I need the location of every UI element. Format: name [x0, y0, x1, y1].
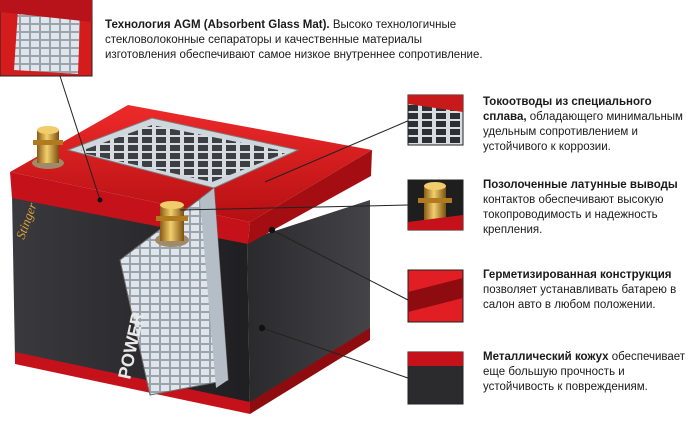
callout-terminals-text: контактов обеспечивают высокую токопрово… [483, 194, 664, 236]
callout-grid: Токоотводы из специального сплава, облад… [483, 95, 688, 155]
callout-terminals-title: Позолоченные латунные выводы [483, 179, 678, 191]
thumb-case [407, 351, 464, 405]
marker-agm [97, 197, 103, 203]
case-side [247, 200, 370, 410]
thumb-terminals [407, 179, 464, 231]
lid-side [248, 150, 372, 244]
callout-case: Металлический кожух обеспечивает еще бол… [483, 350, 693, 395]
callout-sealed-title: Герметизированная конструкция [483, 269, 672, 281]
callout-case-title: Металлический кожух [483, 351, 609, 363]
base-strip [15, 352, 250, 414]
thumb-agm [0, 0, 93, 77]
callout-agm-text: Высоко технологичные стекловолоконные се… [105, 19, 483, 61]
leader-agm [59, 75, 101, 201]
thumb-sealed [407, 269, 464, 323]
marker-case [258, 324, 266, 332]
marker-sealed [268, 226, 276, 234]
callout-sealed: Герметизированная конструкция позволяет … [483, 268, 683, 313]
terminal-right [155, 201, 189, 247]
thumb-grid [407, 94, 464, 146]
terminal-left [32, 126, 64, 169]
callout-grid-text: обладающего минимальным удельным сопроти… [483, 111, 683, 153]
leader-lines [59, 75, 411, 379]
base-strip-side [250, 328, 370, 414]
callout-terminals: Позолоченные латунные выводы контактов о… [483, 178, 695, 238]
callout-agm: Технология AGM (Absorbent Glass Mat). Вы… [105, 18, 495, 63]
callout-sealed-text: позволяет устанавливать батарею в салон … [483, 284, 677, 311]
leader-case [261, 327, 409, 379]
callout-agm-title: Технология AGM (Absorbent Glass Mat). [105, 19, 330, 31]
callout-case-text: обеспечивает еще большую прочность и уст… [483, 351, 686, 393]
leader-sealed [271, 229, 409, 301]
battery-body: Stinger POWER [10, 105, 372, 414]
leader-grid [264, 119, 411, 183]
leader-terminals [179, 204, 409, 211]
callout-grid-title: Токоотводы из специального сплава, [483, 96, 652, 123]
